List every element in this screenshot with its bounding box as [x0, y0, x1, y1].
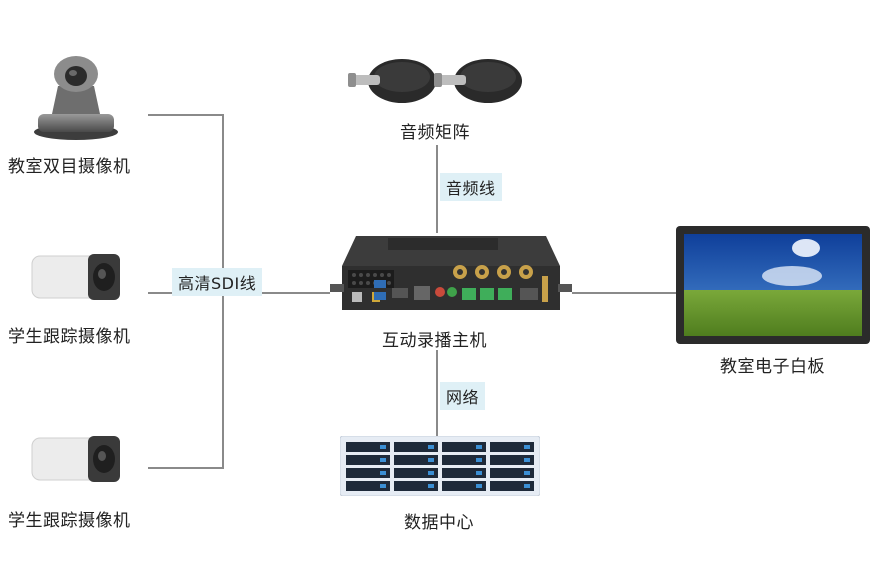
recording-host-label: 互动录播主机	[382, 331, 487, 351]
ptz-camera-link	[148, 114, 224, 116]
audio-matrix-label: 音频矩阵	[400, 123, 470, 143]
whiteboard-label: 教室电子白板	[720, 357, 825, 377]
audio-cable-label: 音频线	[440, 173, 502, 201]
whiteboard-icon	[676, 226, 870, 344]
tracking-camera-1-label: 学生跟踪摄像机	[8, 327, 131, 347]
audio-to-host-link	[436, 145, 438, 233]
server-rack-icon	[340, 436, 540, 496]
ptz-camera-icon	[34, 56, 118, 140]
host-to-datacenter-link	[436, 350, 438, 442]
bus-to-host-link	[222, 292, 330, 294]
recording-host-icon	[330, 236, 572, 310]
tracking-camera-2-link	[148, 467, 224, 469]
tracking-camera-2-label: 学生跟踪摄像机	[8, 511, 131, 531]
ptz-camera-label: 教室双目摄像机	[8, 157, 131, 177]
data-center-label: 数据中心	[404, 513, 474, 533]
network-label: 网络	[440, 382, 486, 410]
hd-sdi-label: 高清SDI线	[172, 268, 263, 296]
tracking-camera-icon	[31, 254, 120, 300]
tracking-camera-icon	[31, 436, 120, 482]
microphone-icon	[348, 59, 522, 103]
host-to-whiteboard-link	[572, 292, 676, 294]
